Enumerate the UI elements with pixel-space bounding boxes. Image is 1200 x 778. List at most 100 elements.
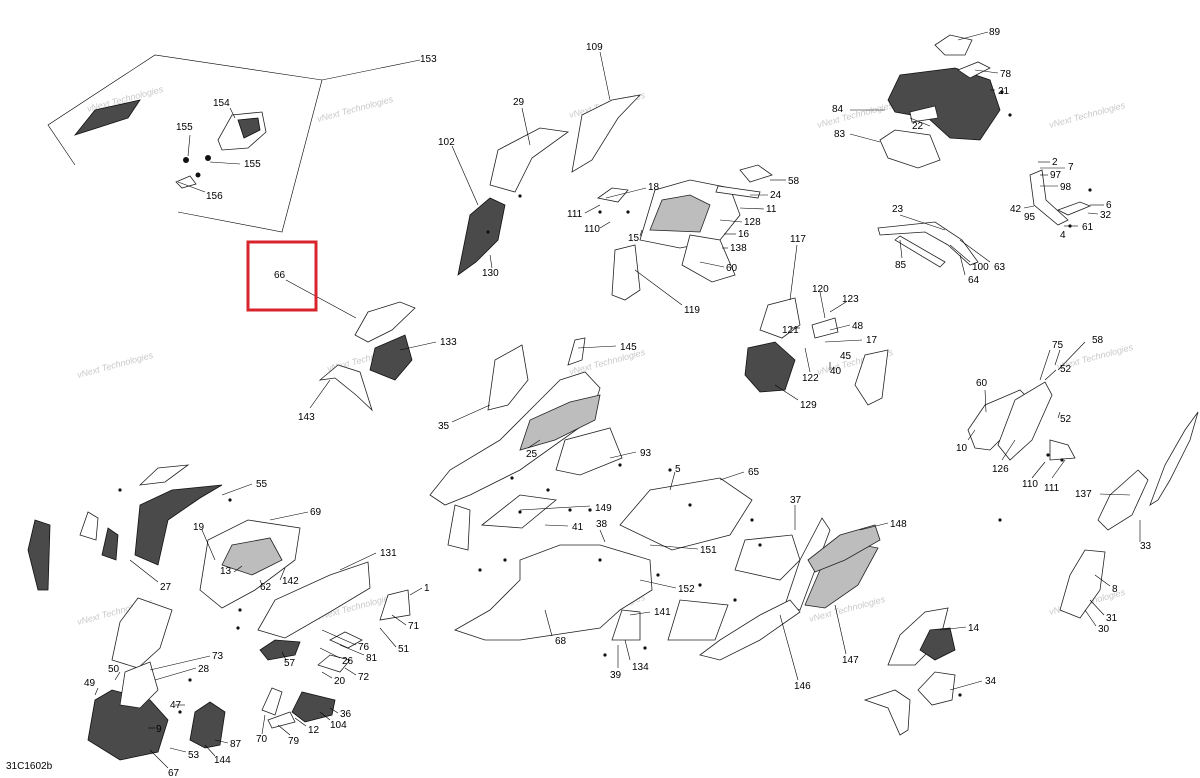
part-label: 84 <box>832 104 844 115</box>
part-label: 15 <box>628 233 640 244</box>
part-label: 5 <box>675 464 681 475</box>
part-label: 28 <box>198 664 210 675</box>
part-label: 110 <box>584 224 600 235</box>
part-label: 148 <box>890 519 907 530</box>
part-label: 149 <box>595 503 612 514</box>
part-label: 141 <box>654 607 671 618</box>
part-label: 95 <box>1024 212 1036 223</box>
part-label: 24 <box>770 190 782 201</box>
diagram-reference-code: 31C1602b <box>6 761 53 772</box>
part-label: 29 <box>513 97 525 108</box>
part-label: 131 <box>380 548 397 559</box>
part-label: 49 <box>84 678 96 689</box>
part-label: 147 <box>842 655 859 666</box>
part-label: 4 <box>1060 230 1066 241</box>
part-label: 137 <box>1075 489 1092 500</box>
part-label: 138 <box>730 243 747 254</box>
part-label: 100 <box>972 262 989 273</box>
watermark: vNext Technologies <box>816 100 895 130</box>
part-label: 58 <box>1092 335 1104 346</box>
part-label: 18 <box>648 182 660 193</box>
part-label: 144 <box>214 755 231 766</box>
part-label: 11 <box>766 204 777 215</box>
part-label: 69 <box>310 507 322 518</box>
part-label: 67 <box>168 768 180 778</box>
part-label: 47 <box>170 700 182 711</box>
part-label: 109 <box>586 42 603 53</box>
part-label: 55 <box>256 479 268 490</box>
part-label: 40 <box>830 366 842 377</box>
part-label: 120 <box>812 284 829 295</box>
part-label: 142 <box>282 576 299 587</box>
part-label: 51 <box>398 644 410 655</box>
part-label: 111 <box>1044 483 1060 494</box>
part-label: 63 <box>994 262 1006 273</box>
part-label: 16 <box>738 229 750 240</box>
hardware-dots <box>118 90 1092 714</box>
part-label: 9 <box>156 724 162 735</box>
part-label: 133 <box>440 337 457 348</box>
part-label: 104 <box>330 720 347 731</box>
part-label: 52 <box>1060 414 1072 425</box>
part-label: 61 <box>1082 222 1094 233</box>
part-label: 81 <box>366 653 378 664</box>
part-label: 146 <box>794 681 811 692</box>
part-label: 152 <box>678 584 695 595</box>
part-label: 78 <box>1000 69 1012 80</box>
part-label: 58 <box>788 176 800 187</box>
part-label: 27 <box>160 582 172 593</box>
part-label: 154 <box>213 98 230 109</box>
part-label: 12 <box>308 725 320 736</box>
part-label: 155 <box>176 122 193 133</box>
part-label: 17 <box>866 335 878 346</box>
part-label: 153 <box>420 54 437 65</box>
part-label: 1 <box>424 583 430 594</box>
part-label: 38 <box>596 519 608 530</box>
part-label: 134 <box>632 662 649 673</box>
part-label: 76 <box>358 642 370 653</box>
part-label: 14 <box>968 623 980 634</box>
part-label: 110 <box>1022 479 1038 490</box>
part-label: 32 <box>1100 210 1112 221</box>
part-label: 75 <box>1052 340 1064 351</box>
part-label: 33 <box>1140 541 1152 552</box>
part-label: 83 <box>834 129 846 140</box>
watermark: vNext Technologies <box>1048 100 1127 130</box>
part-label: 122 <box>802 373 819 384</box>
part-label: 8 <box>1112 584 1118 595</box>
part-label: 156 <box>206 191 223 202</box>
part-label: 98 <box>1060 182 1072 193</box>
part-label: 36 <box>340 709 352 720</box>
part-label: 117 <box>790 234 806 245</box>
part-label: 57 <box>284 658 296 669</box>
part-label: 93 <box>640 448 652 459</box>
part-label: 126 <box>992 464 1009 475</box>
part-label: 145 <box>620 342 637 353</box>
part-label: 23 <box>892 204 904 215</box>
part-label: 42 <box>1010 204 1022 215</box>
part-label: 41 <box>572 522 584 533</box>
part-label: 128 <box>744 217 761 228</box>
part-label: 31 <box>1106 613 1118 624</box>
part-label: 39 <box>610 670 622 681</box>
part-label: 97 <box>1050 170 1062 181</box>
part-label: 20 <box>334 676 346 687</box>
watermark: vNext Technologies <box>316 94 395 124</box>
part-label: 26 <box>342 656 354 667</box>
part-label: 48 <box>852 321 864 332</box>
part-label: 65 <box>748 467 760 478</box>
leader-lines <box>94 31 1141 769</box>
part-label: 30 <box>1098 624 1110 635</box>
part-label: 37 <box>790 495 802 506</box>
part-label: 129 <box>800 400 817 411</box>
part-label: 21 <box>998 86 1010 97</box>
part-label: 85 <box>895 260 907 271</box>
part-label: 111 <box>567 209 583 220</box>
part-label: 71 <box>408 621 420 632</box>
part-label: 143 <box>298 412 315 423</box>
inset-frame <box>47 54 421 233</box>
part-label: 121 <box>782 325 799 336</box>
part-label: 6 <box>1106 200 1112 211</box>
part-label: 151 <box>700 545 717 556</box>
